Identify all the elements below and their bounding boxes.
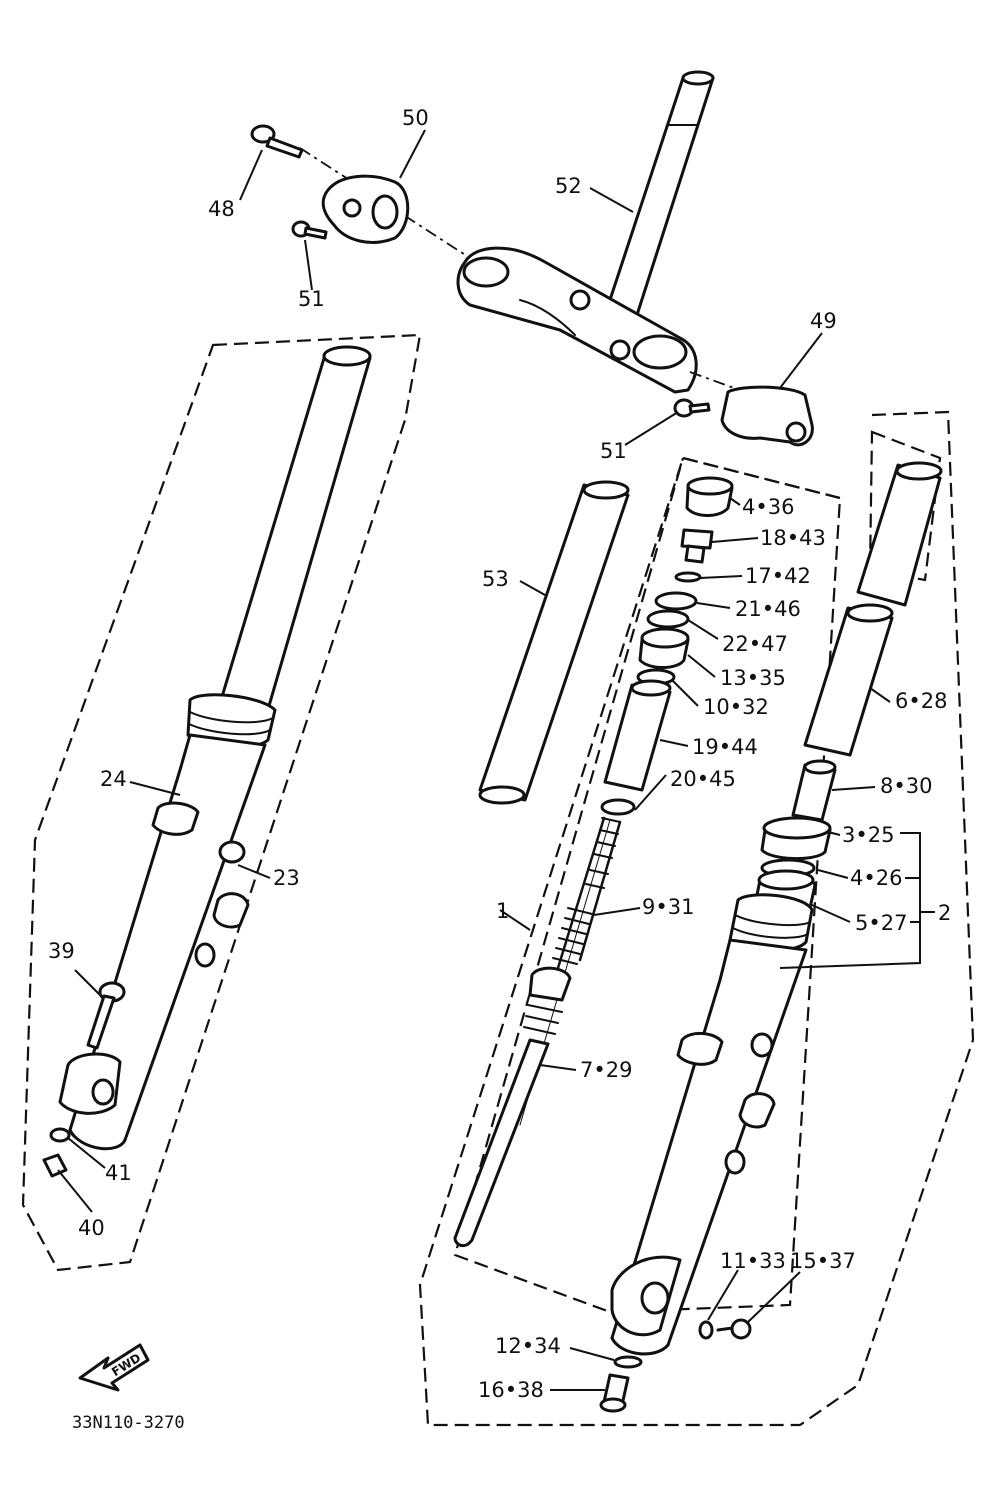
label-16-38: 16•38 (478, 1378, 544, 1402)
label-41: 41 (105, 1161, 132, 1185)
damper-rod-7-29 (453, 966, 572, 1248)
tube-section-top (856, 461, 943, 607)
right-fork-group-outline (418, 410, 975, 1427)
label-12-34: 12•34 (495, 1334, 561, 1358)
label-50: 50 (402, 106, 429, 130)
label-3-25: 3•25 (842, 823, 894, 847)
outer-tube-subgroup-outline (868, 430, 942, 582)
spacer-19-44 (603, 679, 672, 792)
label-20-45: 20•45 (670, 767, 736, 791)
label-11-33: 11•33 (720, 1249, 786, 1273)
dust-seal-3-25 (760, 816, 832, 861)
label-51-lower: 51 (600, 439, 627, 463)
label-48: 48 (208, 197, 235, 221)
label-15-37: 15•37 (790, 1249, 856, 1273)
inner-tube-6-28 (803, 603, 894, 757)
label-23: 23 (273, 866, 300, 890)
leader-lines (57, 129, 935, 1391)
label-40: 40 (78, 1216, 105, 1240)
label-8-30: 8•30 (880, 774, 932, 798)
bolt-51-lower (673, 398, 711, 418)
label-39: 39 (48, 939, 75, 963)
left-fork-assembly (58, 345, 372, 1151)
label-7-29: 7•29 (580, 1058, 632, 1082)
label-17-42: 17•42 (745, 564, 811, 588)
bolt-39 (86, 981, 126, 1050)
label-22-47: 22•47 (722, 632, 788, 656)
handlebar-holder-49 (720, 385, 814, 447)
label-53: 53 (482, 567, 509, 591)
cap-bolt-4-36 (685, 476, 734, 517)
label-10-32: 10•32 (703, 695, 769, 719)
ring-11-33 (698, 1320, 714, 1340)
washer-20-45 (600, 798, 636, 816)
bushing-8-30 (791, 759, 837, 822)
drawing-code: 33N110-3270 (72, 1413, 185, 1433)
nut-40 (42, 1153, 68, 1178)
washer-41 (49, 1127, 71, 1143)
inner-parts-group-outline (453, 456, 842, 1314)
washer-21-46 (654, 591, 698, 611)
fork-tube-53 (478, 480, 630, 805)
bolt-16-38 (599, 1373, 630, 1413)
label-51-upper: 51 (298, 287, 325, 311)
label-49: 49 (810, 309, 837, 333)
washer-22-47 (646, 609, 690, 629)
label-5-27: 5•27 (855, 911, 907, 935)
label-9-31: 9•31 (642, 895, 694, 919)
valve-18-43 (680, 528, 714, 564)
label-19-44: 19•44 (692, 735, 758, 759)
bolt-15-37 (716, 1318, 752, 1340)
left-fork-group-outline (21, 333, 422, 1272)
label-6-28: 6•28 (895, 689, 947, 713)
steering-stem (456, 70, 715, 394)
label-1: 1 (496, 899, 509, 923)
fwd-arrow-icon: FWD (78, 1343, 150, 1392)
label-4-36: 4•36 (742, 495, 794, 519)
label-21-46: 21•46 (735, 597, 801, 621)
label-13-35: 13•35 (720, 666, 786, 690)
label-24: 24 (100, 767, 127, 791)
label-18-43: 18•43 (760, 526, 826, 550)
right-outer-tube (610, 893, 814, 1356)
washer-12-34 (613, 1355, 643, 1369)
label-4-26: 4•26 (850, 866, 902, 890)
seat-13-35 (638, 627, 690, 669)
oring-17-42 (674, 571, 702, 583)
label-2: 2 (938, 901, 951, 925)
bolt-48 (250, 124, 304, 159)
callout-labels: 48 50 51 52 49 51 53 4•36 18•43 17•42 21… (48, 106, 951, 1433)
label-52: 52 (555, 174, 582, 198)
handlebar-holder-50 (321, 174, 410, 244)
assembly-line-lower (689, 371, 746, 393)
bolt-51-upper (291, 220, 328, 240)
